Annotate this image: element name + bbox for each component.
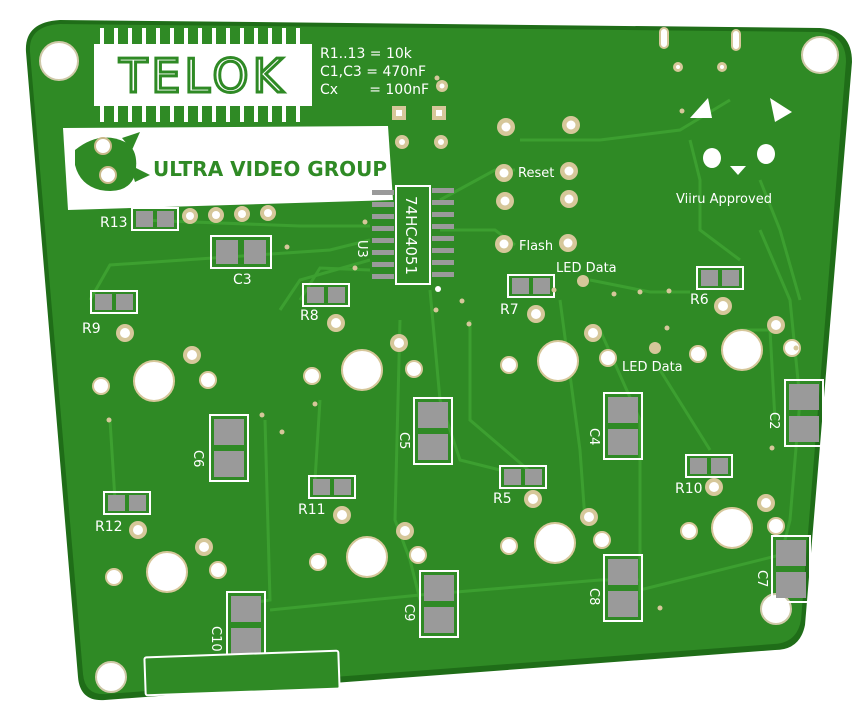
header-pads xyxy=(392,80,448,149)
vias xyxy=(106,75,799,611)
button-pads xyxy=(495,116,580,253)
approved-text: Viiru Approved xyxy=(676,192,772,207)
spec-line-3: Cx = 100nF xyxy=(320,82,429,98)
r13-label: R13 xyxy=(100,215,128,231)
led-data-label-1: LED Data xyxy=(556,261,617,276)
r8-resistor xyxy=(302,283,350,307)
c6-capacitor xyxy=(209,414,249,482)
led-data-pad-1 xyxy=(577,275,589,287)
telok-logo: TELOK xyxy=(94,28,312,122)
ic-ref: U3 xyxy=(354,240,369,258)
c4-label: C4 xyxy=(586,428,601,445)
c8-capacitor xyxy=(603,554,643,622)
c3-label: C3 xyxy=(233,272,252,288)
r12-label: R12 xyxy=(95,519,123,535)
c9-label: C9 xyxy=(401,604,416,621)
r9-resistor xyxy=(90,290,138,314)
spec-text: R1..13 = 10k C1,C3 = 470nF Cx = 100nF xyxy=(320,46,429,98)
c4-capacitor xyxy=(603,392,643,460)
c3-capacitor xyxy=(210,235,272,269)
r10-label: R10 xyxy=(675,481,703,497)
bottom-silk-bar xyxy=(143,649,341,697)
c8-label: C8 xyxy=(586,588,601,605)
led-data-label-2: LED Data xyxy=(622,360,683,375)
group-banner: ULTRA VIDEO GROUP xyxy=(63,126,393,210)
r10-resistor xyxy=(685,454,733,478)
r5-resistor xyxy=(499,465,547,489)
flash-label: Flash xyxy=(519,239,553,254)
ic-label: 74HC4051 xyxy=(402,196,420,275)
r5-label: R5 xyxy=(493,491,512,507)
r6-label: R6 xyxy=(690,292,709,308)
fish-logo-icon xyxy=(75,132,150,191)
c2-capacitor xyxy=(784,379,824,447)
c2-label: C2 xyxy=(766,412,781,429)
spec-line-1: R1..13 = 10k xyxy=(320,46,413,62)
r6-resistor xyxy=(696,266,744,290)
r9-label: R9 xyxy=(82,321,101,337)
led-data-pad-2 xyxy=(649,342,661,354)
c10-label: C10 xyxy=(208,626,223,652)
c5-capacitor xyxy=(413,397,453,465)
c10-capacitor xyxy=(226,591,266,659)
reset-label: Reset xyxy=(518,166,554,181)
r11-resistor xyxy=(308,475,356,499)
cat-face-icon xyxy=(690,98,792,175)
group-name-text: ULTRA VIDEO GROUP xyxy=(153,157,387,181)
r11-label: R11 xyxy=(298,502,326,518)
c5-label: C5 xyxy=(396,432,411,449)
c7-label: C7 xyxy=(754,570,769,587)
telok-title: TELOK xyxy=(118,49,287,103)
c7-capacitor xyxy=(771,535,811,603)
switch-footprints xyxy=(92,297,801,593)
r13-resistor xyxy=(131,205,276,231)
ic-u3: 74HC4051 U3 xyxy=(354,185,454,292)
r8-label: R8 xyxy=(300,308,319,324)
r7-resistor xyxy=(507,274,555,298)
c9-capacitor xyxy=(419,570,459,638)
c6-label: C6 xyxy=(190,450,205,467)
spec-line-2: C1,C3 = 470nF xyxy=(320,64,426,80)
r7-label: R7 xyxy=(500,302,519,318)
top-right-connector xyxy=(659,27,741,72)
mounting-holes xyxy=(39,36,839,693)
r12-resistor xyxy=(103,491,151,515)
